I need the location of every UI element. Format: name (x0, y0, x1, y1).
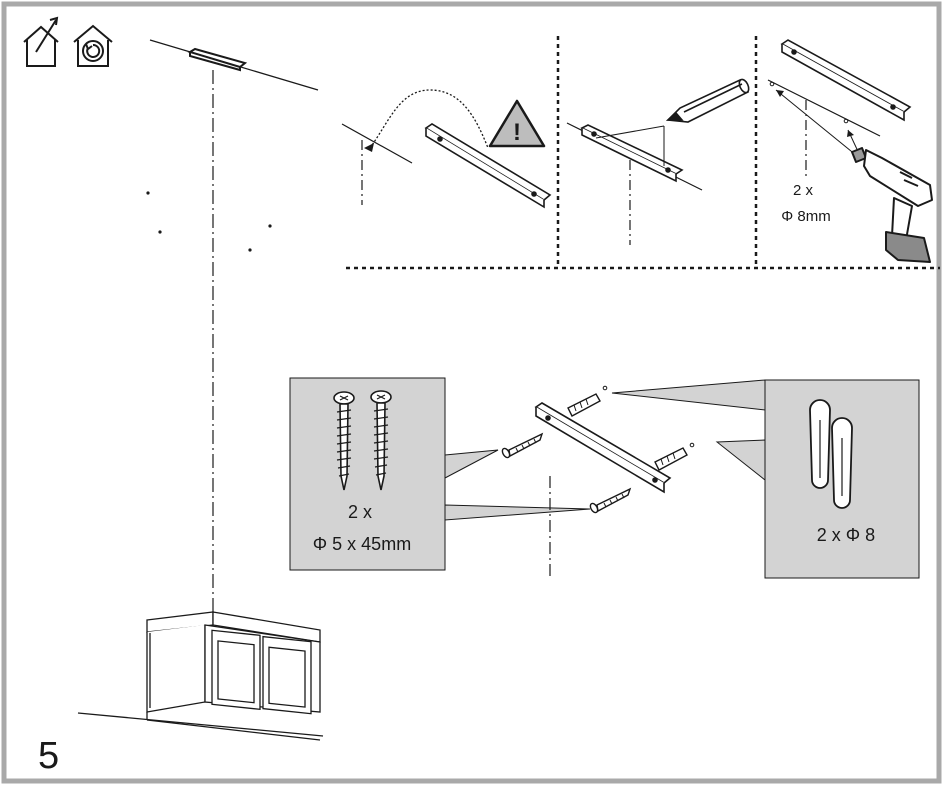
screws-spec: Φ 5 x 45mm (313, 534, 411, 554)
bracket-rail (780, 39, 912, 122)
plugs-callout: 2 x Φ 8 (611, 379, 920, 579)
screw-icon (333, 391, 355, 491)
warning-symbol: ! (513, 119, 521, 146)
screw-icon (370, 390, 392, 491)
kitchen-cabinet (77, 611, 324, 741)
screws-count: 2 x (348, 502, 372, 522)
pencil-icon (665, 78, 750, 123)
wall-plug-icon (654, 447, 688, 471)
screws-box (289, 377, 446, 571)
bracket-rail (580, 124, 684, 183)
step-number: 5 (38, 735, 59, 777)
wall-plug-icon (567, 393, 601, 417)
ceiling-bracket (187, 47, 248, 72)
house-recirculating-icon (73, 24, 113, 67)
panel-mark-position (566, 78, 750, 245)
drill-hole-count: 2 x (793, 182, 814, 199)
screws-callout: 2 x Φ 5 x 45mm (289, 377, 591, 571)
panel-dividers (346, 36, 940, 270)
fixing-assembly (501, 385, 695, 578)
wall-plug-icon (831, 417, 853, 509)
drill-hole-diameter: Φ 8mm (781, 208, 830, 225)
panel-level-warning: ! (341, 89, 552, 209)
house-vented-out-icon (23, 16, 59, 67)
bracket-rail (424, 123, 552, 209)
panel-drill-holes: 2 x Φ 8mm (767, 39, 933, 263)
power-drill-icon (851, 147, 933, 263)
screw-icon (589, 487, 632, 514)
wall-plug-icon (809, 399, 831, 489)
bracket-rail (534, 402, 672, 494)
warning-triangle-icon: ! (488, 99, 546, 148)
plugs-spec: 2 x Φ 8 (817, 525, 875, 545)
reference-dots (146, 191, 272, 252)
screw-icon (501, 432, 544, 459)
